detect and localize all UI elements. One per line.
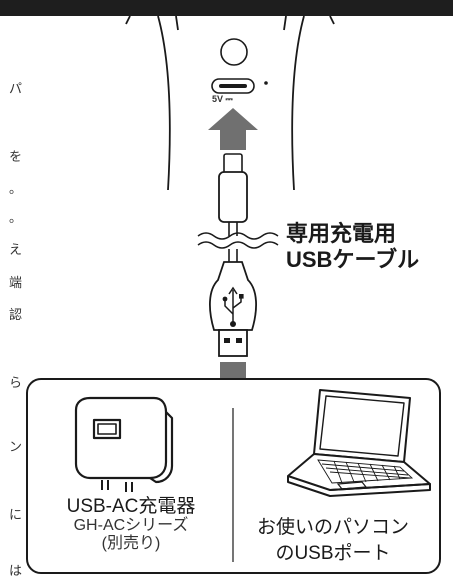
manual-char: ン <box>8 440 22 455</box>
manual-char: 。 <box>8 182 22 197</box>
manual-char: ら <box>8 376 22 391</box>
ac-adapter-label: USB-AC充電器 GH-ACシリーズ (別売り) <box>36 496 226 553</box>
device-body <box>125 15 335 191</box>
adapter-label-line: (別売り) <box>101 535 161 552</box>
cable-break-lines <box>197 232 279 249</box>
manual-char: は <box>8 564 22 579</box>
laptop-keyboard <box>317 459 414 484</box>
insert-arrow <box>208 108 258 150</box>
manual-char: 認 <box>8 308 22 323</box>
pc-label-line: のUSBポート <box>275 543 391 564</box>
usb-c-plug <box>223 153 243 175</box>
ac-adapter-icon <box>74 396 174 492</box>
adapter-label-line: USB-AC充電器 <box>66 496 196 517</box>
usb-a-connector <box>218 329 248 357</box>
manual-char: に <box>8 508 22 523</box>
pc-label-line: お使いのパソコン <box>256 517 409 538</box>
cropped-manual-text: パ を 。 。 え 端 認 ら ン に は <box>0 0 24 579</box>
manual-char: を <box>8 150 22 165</box>
laptop-touchpad <box>336 481 368 490</box>
laptop-icon <box>287 389 431 497</box>
manual-char: え <box>8 243 22 258</box>
adapter-label-line: GH-ACシリーズ <box>73 517 189 534</box>
header-bar <box>0 0 453 16</box>
cable-label-line: 専用充電用 <box>286 221 397 246</box>
power-button <box>220 38 248 66</box>
usb-c-port <box>211 78 255 94</box>
manual-char: 。 <box>8 211 22 226</box>
voltage-marking: 5V ⎓ <box>212 94 233 104</box>
cable-label-line: USBケーブル <box>286 247 420 272</box>
usb-symbol-icon <box>224 286 242 322</box>
pc-usb-port-label: お使いのパソコン のUSBポート <box>236 515 430 567</box>
indicator-dot <box>264 81 268 85</box>
manual-char: 端 <box>8 276 22 291</box>
cable-label: 専用充電用 USBケーブル <box>286 221 436 273</box>
manual-char: パ <box>8 82 22 97</box>
